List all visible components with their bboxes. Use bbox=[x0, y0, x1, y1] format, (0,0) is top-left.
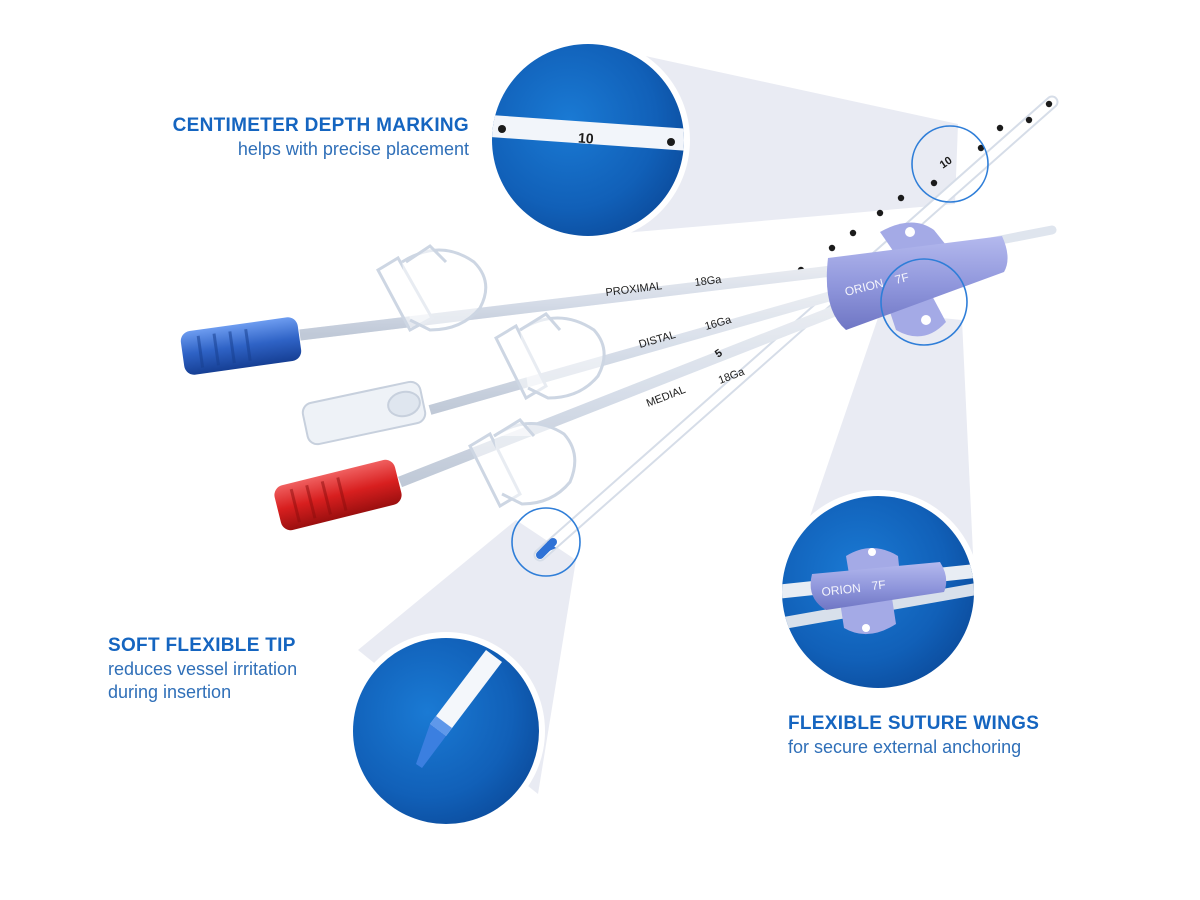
distal-line bbox=[428, 287, 847, 415]
clamp-medial bbox=[468, 418, 577, 509]
clamps bbox=[376, 244, 606, 509]
callout-depth-marking: CENTIMETER DEPTH MARKING helps with prec… bbox=[0, 114, 469, 161]
callout-tip-desc-line2: during insertion bbox=[108, 682, 232, 702]
luer-cap-clear bbox=[301, 380, 427, 446]
proximal-gauge-label: 18Ga bbox=[694, 274, 723, 289]
hub-size-label: 7F bbox=[893, 270, 910, 287]
ring-tip bbox=[511, 507, 581, 577]
zoom-circle-wings: ORION 7F bbox=[776, 490, 980, 694]
callout-wings-desc: for secure external anchoring bbox=[788, 737, 1022, 757]
shaft-depth-label: 10 bbox=[938, 155, 955, 172]
catheter-hub bbox=[826, 222, 1008, 337]
callout-wings-title: FLEXIBLE SUTURE WINGS bbox=[788, 713, 1040, 734]
zoom-brand-label: ORION bbox=[821, 581, 862, 599]
zoom-circle-tip bbox=[347, 632, 545, 830]
zoom-depth-label: 10 bbox=[578, 130, 595, 147]
shaft-mark-label: 5 bbox=[713, 347, 725, 360]
ring-wings bbox=[880, 258, 968, 346]
callout-tip-desc-line1: reduces vessel irritation bbox=[108, 659, 298, 679]
luer-cap-red bbox=[274, 459, 402, 531]
ring-depth bbox=[911, 125, 989, 203]
proximal-line bbox=[299, 264, 841, 341]
callout-depth-title: CENTIMETER DEPTH MARKING bbox=[172, 115, 469, 136]
clamp-proximal bbox=[376, 244, 488, 333]
zoom-size-label: 7F bbox=[871, 578, 886, 593]
callout-depth-desc: helps with precise placement bbox=[237, 139, 469, 159]
zoom-circle-depth: 10 bbox=[486, 38, 690, 242]
callout-soft-tip: SOFT FLEXIBLE TIP reduces vessel irritat… bbox=[108, 634, 297, 704]
magnifier-rings bbox=[511, 125, 989, 577]
clamp-distal bbox=[494, 312, 606, 401]
callout-tip-title: SOFT FLEXIBLE TIP bbox=[108, 635, 296, 656]
callout-suture-wings: FLEXIBLE SUTURE WINGS for secure externa… bbox=[788, 712, 1039, 759]
luer-cap-blue bbox=[180, 317, 302, 375]
cone-depth bbox=[590, 44, 958, 236]
